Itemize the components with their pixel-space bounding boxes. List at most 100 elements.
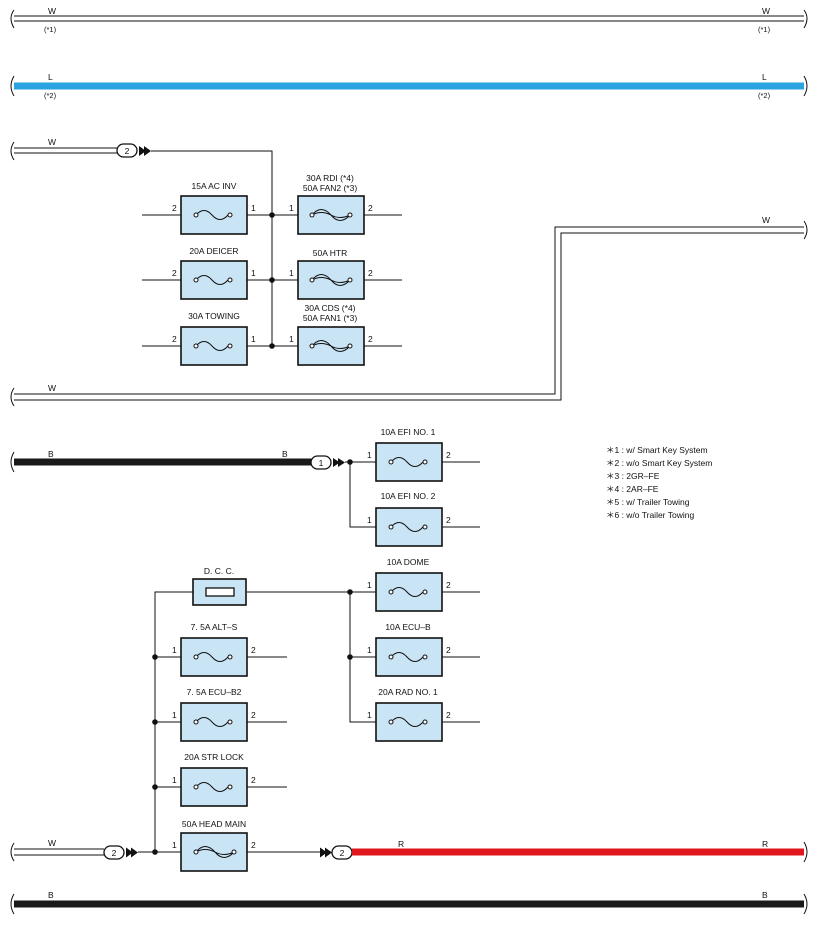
svg-text:20A DEICER: 20A DEICER [189, 246, 238, 256]
svg-text:1: 1 [367, 450, 372, 460]
svg-text:50A FAN1 (*3): 50A FAN1 (*3) [303, 313, 358, 323]
svg-text:2: 2 [172, 268, 177, 278]
svg-text:10A DOME: 10A DOME [387, 557, 430, 567]
svg-text:2: 2 [446, 450, 451, 460]
svg-text:1: 1 [251, 268, 256, 278]
svg-text:7. 5A ALT–S: 7. 5A ALT–S [191, 622, 238, 632]
wire-w2: W [10, 137, 117, 161]
wire-w1-note-right: (*1) [758, 25, 771, 34]
svg-text:2: 2 [446, 580, 451, 590]
wire-l-note-right: (*2) [758, 91, 771, 100]
legend-item-1: ＊1 : w/ Smart Key System [606, 445, 708, 455]
svg-text:15A AC INV: 15A AC INV [192, 181, 237, 191]
fuse-towing: 30A TOWING 2 1 [142, 311, 272, 366]
fuse-htr: 50A HTR 1 2 [272, 248, 402, 300]
wire-b1: B B [10, 449, 313, 473]
svg-text:10A ECU–B: 10A ECU–B [385, 622, 431, 632]
svg-text:2: 2 [368, 334, 373, 344]
svg-text:2: 2 [340, 848, 345, 858]
wire-l-note-left: (*2) [44, 91, 57, 100]
wire-b2-label-left: B [48, 890, 54, 900]
svg-text:1: 1 [251, 334, 256, 344]
legend: ＊1 : w/ Smart Key System ＊2 : w/o Smart … [606, 445, 712, 520]
wire-l-label-right: L [762, 72, 767, 82]
svg-text:2: 2 [251, 840, 256, 850]
svg-text:50A HTR: 50A HTR [313, 248, 348, 258]
svg-text:1: 1 [367, 580, 372, 590]
wire-l-label-left: L [48, 72, 53, 82]
wire-b2: B B [10, 890, 808, 915]
svg-text:2: 2 [112, 848, 117, 858]
wire-w1-label-left: W [48, 6, 56, 16]
connector-2-bottom-right: 2 [320, 845, 353, 860]
svg-text:2: 2 [446, 515, 451, 525]
fuse-dcc: D. C. C. [192, 566, 247, 606]
fuse-ac-inv: 15A AC INV 2 1 [142, 181, 272, 235]
svg-text:2: 2 [251, 775, 256, 785]
svg-text:1: 1 [172, 645, 177, 655]
connector-2-bottom-left: 2 [103, 845, 155, 860]
svg-text:2: 2 [172, 334, 177, 344]
svg-text:30A CDS (*4): 30A CDS (*4) [304, 303, 355, 313]
wire-w4: W [10, 838, 104, 862]
fuse-deicer: 20A DEICER 2 1 [142, 246, 272, 300]
connector-1: 1 [310, 455, 345, 470]
wire-r-label-left: R [398, 839, 404, 849]
wire-w1-note-left: (*1) [44, 25, 57, 34]
svg-text:D. C. C.: D. C. C. [204, 566, 234, 576]
svg-text:2: 2 [172, 203, 177, 213]
wire-b1-label-right: B [282, 449, 288, 459]
wire-r-label-right: R [762, 839, 768, 849]
fuse-ecu-b: 10A ECU–B 1 2 [350, 622, 480, 677]
legend-item-2: ＊2 : w/o Smart Key System [606, 458, 712, 468]
fuse-dome: 10A DOME 1 2 [367, 557, 451, 612]
fuse-cds-fan1: 30A CDS (*4) 50A FAN1 (*3) 1 2 [272, 303, 402, 366]
svg-text:2: 2 [368, 203, 373, 213]
svg-text:10A EFI NO. 1: 10A EFI NO. 1 [381, 427, 436, 437]
legend-item-5: ＊5 : w/ Trailer Towing [606, 497, 690, 507]
svg-text:50A FAN2 (*3): 50A FAN2 (*3) [303, 183, 358, 193]
fuse-efi-no2: 10A EFI NO. 2 1 2 [367, 491, 451, 547]
svg-text:50A HEAD MAIN: 50A HEAD MAIN [182, 819, 246, 829]
svg-text:10A EFI NO. 2: 10A EFI NO. 2 [381, 491, 436, 501]
svg-text:20A STR LOCK: 20A STR LOCK [184, 752, 244, 762]
fuse-alt-s: 7. 5A ALT–S 1 2 [155, 622, 287, 677]
wire-w3: W W [10, 215, 808, 407]
svg-text:2: 2 [446, 710, 451, 720]
wire-l: L (*2) L (*2) [10, 72, 808, 100]
svg-text:7. 5A ECU–B2: 7. 5A ECU–B2 [187, 687, 242, 697]
wire-r: R R [352, 839, 808, 863]
fuse-rdi-fan2: 30A RDI (*4) 50A FAN2 (*3) 1 2 [272, 173, 402, 235]
svg-text:1: 1 [289, 268, 294, 278]
svg-text:2: 2 [125, 146, 130, 156]
wire-b2-label-right: B [762, 890, 768, 900]
fuse-str-lock: 20A STR LOCK 1 2 [155, 752, 287, 807]
svg-text:1: 1 [289, 203, 294, 213]
legend-item-6: ＊6 : w/o Trailer Towing [606, 510, 694, 520]
svg-text:1: 1 [251, 203, 256, 213]
fuse-rad-no1: 20A RAD NO. 1 1 2 [367, 687, 451, 742]
svg-text:2: 2 [251, 710, 256, 720]
svg-text:1: 1 [367, 515, 372, 525]
svg-text:1: 1 [367, 710, 372, 720]
wire-b1-label-left: B [48, 449, 54, 459]
wire-w1-label-right: W [762, 6, 770, 16]
fuse-head-main: 50A HEAD MAIN 1 2 [155, 819, 320, 872]
svg-text:1: 1 [172, 840, 177, 850]
svg-text:30A RDI (*4): 30A RDI (*4) [306, 173, 354, 183]
fuse-ecu-b2: 7. 5A ECU–B2 1 2 [155, 687, 287, 742]
svg-text:1: 1 [367, 645, 372, 655]
wire-w3-label-left: W [48, 383, 56, 393]
svg-text:2: 2 [251, 645, 256, 655]
svg-text:1: 1 [172, 775, 177, 785]
svg-text:1: 1 [172, 710, 177, 720]
svg-text:2: 2 [446, 645, 451, 655]
connector-2-top: 2 [116, 143, 151, 158]
svg-text:1: 1 [289, 334, 294, 344]
legend-item-4: ＊4 : 2AR–FE [606, 484, 659, 494]
svg-text:2: 2 [368, 268, 373, 278]
svg-text:30A TOWING: 30A TOWING [188, 311, 240, 321]
lower-left-bus [154, 591, 193, 852]
